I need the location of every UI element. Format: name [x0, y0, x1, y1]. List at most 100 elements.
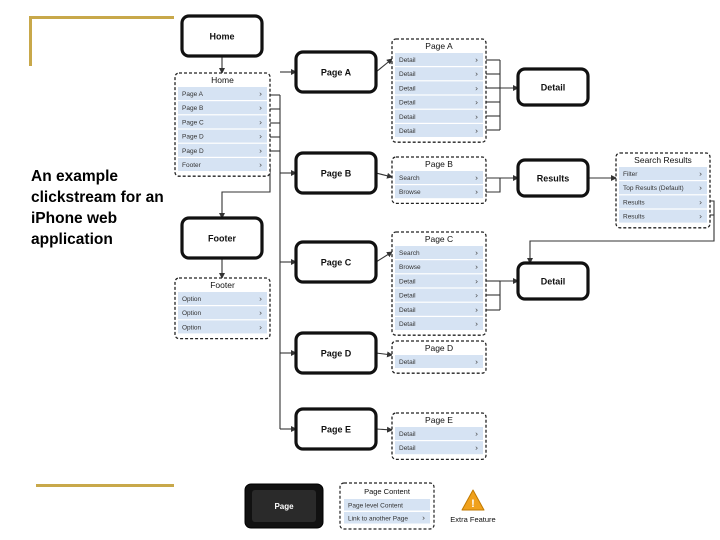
- content-row-label: Detail: [399, 359, 416, 366]
- page-label: Page D: [321, 349, 352, 359]
- content-row[interactable]: Page D›: [178, 129, 267, 143]
- chevron-right-icon: ›: [259, 146, 262, 155]
- page-label: Page C: [321, 258, 352, 268]
- legend-page-device: Page: [244, 483, 324, 529]
- content-row-label: Option: [182, 310, 202, 317]
- content-row[interactable]: Top Results (Default)›: [619, 181, 707, 195]
- content-row-label: Option: [182, 296, 202, 303]
- content-row-label: Results: [623, 214, 645, 221]
- page-label: Page B: [321, 169, 352, 179]
- content-title: Page A: [425, 41, 453, 51]
- legend-content-row: Link to another Page: [348, 515, 408, 522]
- content-row[interactable]: Option ›: [178, 292, 267, 305]
- content-row[interactable]: Detail›: [395, 317, 483, 330]
- chevron-right-icon: ›: [259, 104, 262, 113]
- content-row[interactable]: Detail›: [395, 427, 483, 440]
- content-row-label: Detail: [399, 128, 416, 135]
- content-row[interactable]: Detail›: [395, 109, 483, 123]
- content-row[interactable]: Browse›: [395, 260, 483, 274]
- chevron-right-icon: ›: [475, 98, 478, 107]
- chevron-right-icon: ›: [699, 170, 702, 179]
- chevron-right-icon: ›: [259, 323, 262, 332]
- connector-line: [375, 58, 393, 73]
- content-row-label: Search: [399, 250, 420, 257]
- content-row-label: Detail: [399, 445, 416, 452]
- content-row-label: Footer: [182, 162, 202, 169]
- content-row[interactable]: Search›: [395, 171, 483, 184]
- chevron-right-icon: ›: [699, 198, 702, 207]
- content-row[interactable]: Results›: [619, 195, 707, 209]
- content-row[interactable]: Option ›: [178, 306, 267, 320]
- content-box-page-a: Page ADetail›Detail›Detail›Detail›Detail…: [391, 38, 487, 143]
- content-row[interactable]: Detail ›: [395, 274, 483, 288]
- content-row-label: Detail: [399, 71, 416, 78]
- content-row[interactable]: Search›: [395, 246, 483, 259]
- content-row[interactable]: Page A›: [178, 87, 267, 100]
- content-row-label: Option: [182, 324, 202, 331]
- content-row-label: Detail: [399, 431, 416, 438]
- content-title: Page B: [425, 159, 453, 169]
- connector-line: [484, 177, 501, 193]
- chevron-right-icon: ›: [475, 188, 478, 197]
- decorative-rule-vertical: [29, 16, 32, 66]
- content-title: Page D: [425, 343, 453, 353]
- content-row[interactable]: Detail ›: [395, 124, 483, 137]
- content-row-label: Detail: [399, 321, 416, 328]
- content-row-label: Browse: [399, 264, 421, 271]
- page-box-page-c: Page C: [294, 240, 378, 284]
- content-row-label: Page C: [182, 119, 204, 126]
- slide-caption: An example clickstream for an iPhone web…: [31, 168, 164, 248]
- content-row-label: Filter: [623, 171, 638, 178]
- content-box-page-c: Page CSearch›Browse›Detail›Detail›Detail…: [391, 231, 487, 336]
- content-row[interactable]: Filter ›: [619, 167, 707, 180]
- content-row[interactable]: Page B›: [178, 101, 267, 115]
- content-row[interactable]: Detail›: [395, 53, 483, 66]
- content-row-label: Page D: [182, 134, 204, 141]
- chevron-right-icon: ›: [422, 514, 425, 523]
- chevron-right-icon: ›: [475, 291, 478, 300]
- content-row[interactable]: Page C›: [178, 115, 267, 129]
- page-box-page-b: Page B: [294, 151, 378, 195]
- content-row[interactable]: Detail ›: [395, 95, 483, 109]
- content-row[interactable]: Detail›: [395, 81, 483, 95]
- content-row-label: Page A: [182, 91, 204, 98]
- chevron-right-icon: ›: [475, 277, 478, 286]
- page-label: Page E: [321, 425, 351, 435]
- content-row[interactable]: Option ›: [178, 320, 267, 334]
- page-box-footer: Footer: [180, 216, 264, 260]
- chevron-right-icon: ›: [259, 161, 262, 170]
- page-box-page-d: Page D: [294, 331, 378, 375]
- content-row[interactable]: Detail›: [395, 441, 483, 455]
- content-row[interactable]: Results›: [619, 209, 707, 223]
- content-row-label: Detail: [399, 85, 416, 92]
- chevron-right-icon: ›: [259, 295, 262, 304]
- content-row[interactable]: Browse ›: [395, 185, 483, 199]
- content-row-label: Detail: [399, 278, 416, 285]
- content-row-label: Top Results (Default): [623, 185, 684, 192]
- chevron-right-icon: ›: [475, 127, 478, 136]
- content-row[interactable]: Detail›: [395, 355, 483, 368]
- content-row[interactable]: Page D›: [178, 143, 267, 157]
- content-row[interactable]: Detail›: [395, 67, 483, 81]
- connector-line: [375, 172, 393, 179]
- chevron-right-icon: ›: [259, 309, 262, 318]
- content-title: Home: [211, 75, 234, 85]
- content-title: Page C: [425, 234, 453, 244]
- content-row-label: Browse: [399, 189, 421, 196]
- svg-text:!: !: [471, 498, 475, 510]
- content-title: Search Results: [634, 155, 692, 165]
- content-row[interactable]: Footer ›: [178, 158, 267, 171]
- page-box-page-e: Page E: [294, 407, 378, 451]
- connector-line: [375, 251, 393, 263]
- content-row-label: Detail: [399, 100, 416, 107]
- connector-line: [375, 426, 393, 433]
- content-row-label: Search: [399, 175, 420, 182]
- content-row[interactable]: Detail›: [395, 302, 483, 316]
- content-row[interactable]: Detail›: [395, 288, 483, 302]
